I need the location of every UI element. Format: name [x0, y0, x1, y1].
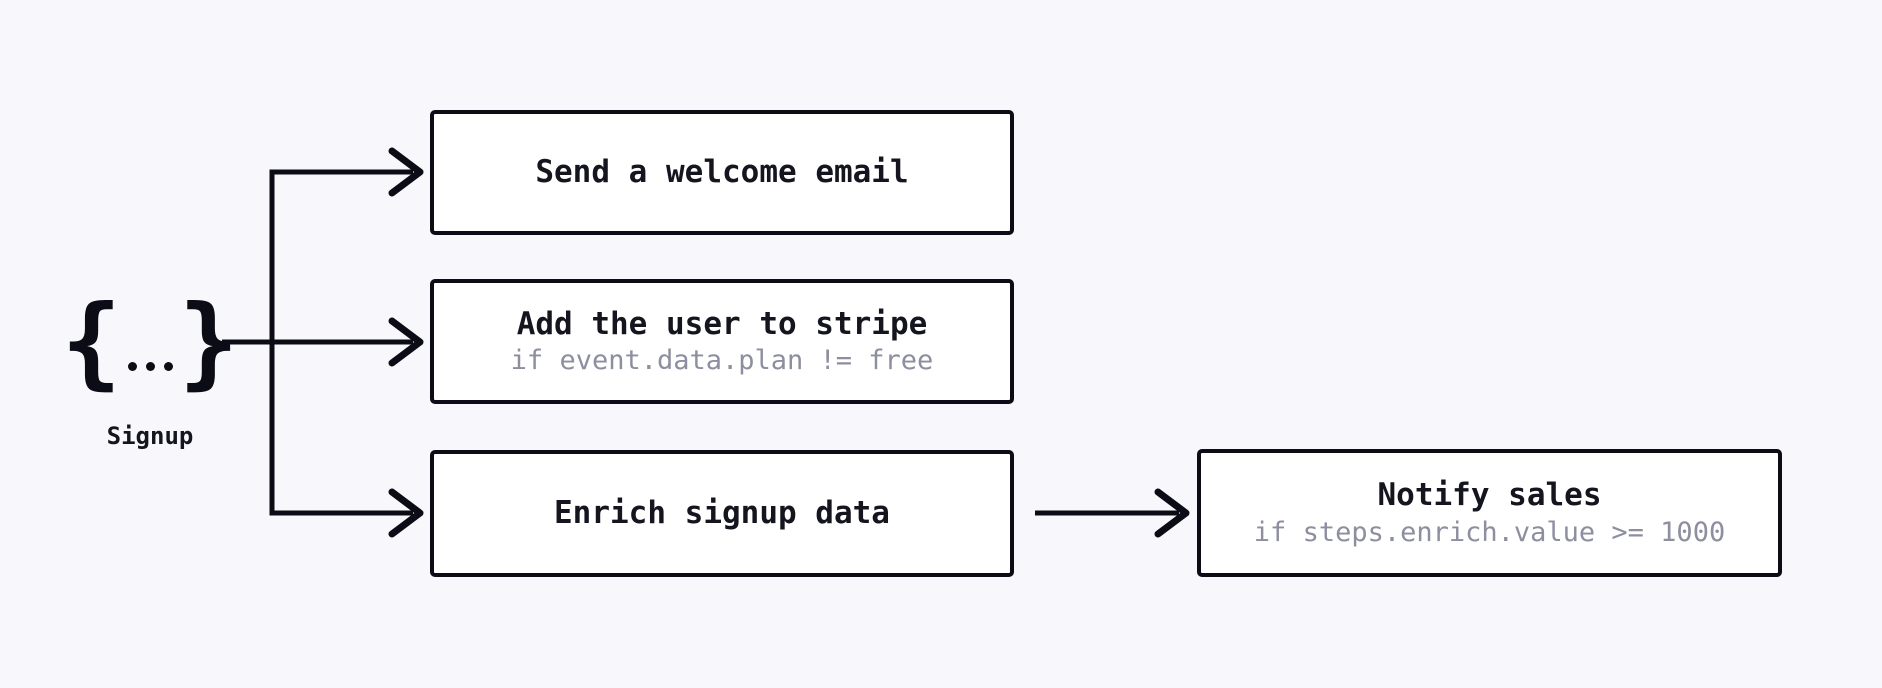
- step-title: Notify sales: [1377, 477, 1602, 514]
- left-brace: {: [61, 283, 122, 400]
- dot: [145, 362, 155, 371]
- dot: [127, 362, 137, 371]
- step-title: Enrich signup data: [554, 494, 890, 531]
- step-box-notify-sales: Notify sales if steps.enrich.value >= 10…: [1197, 449, 1782, 577]
- ellipsis-dots: [127, 362, 173, 371]
- arrowhead-notify: [1154, 488, 1190, 538]
- step-condition: if steps.enrich.value >= 1000: [1253, 516, 1726, 548]
- step-title: Add the user to stripe: [516, 305, 928, 342]
- arrowhead-send-welcome: [388, 147, 424, 197]
- braces-ellipsis-icon: { }: [61, 292, 238, 392]
- step-condition: if event.data.plan != free: [510, 345, 934, 377]
- event-label-signup: Signup: [106, 422, 194, 450]
- arrowhead-enrich: [388, 488, 424, 538]
- arrowhead-add-stripe: [388, 317, 424, 367]
- dot: [163, 362, 173, 371]
- step-title: Send a welcome email: [535, 153, 909, 190]
- step-box-enrich-signup-data: Enrich signup data: [430, 450, 1014, 577]
- step-box-send-welcome-email: Send a welcome email: [430, 110, 1014, 235]
- right-brace: }: [178, 283, 239, 400]
- step-box-add-user-to-stripe: Add the user to stripe if event.data.pla…: [430, 279, 1014, 404]
